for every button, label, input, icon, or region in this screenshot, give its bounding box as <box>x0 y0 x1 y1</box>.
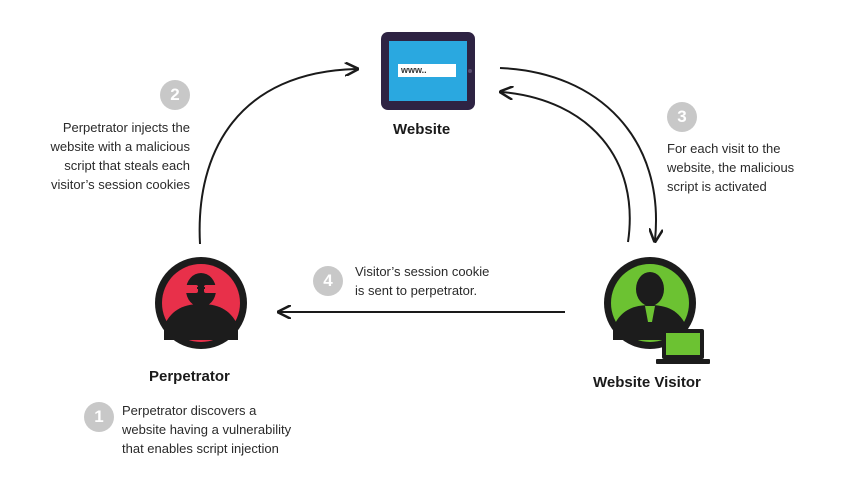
arrow-visitor-to-website <box>502 92 631 243</box>
visitor-avatar <box>604 257 696 349</box>
step-1-badge: 1 <box>84 402 114 432</box>
tablet-icon <box>381 32 475 110</box>
perpetrator-avatar <box>155 257 247 349</box>
visitor-label: Website Visitor <box>593 374 701 391</box>
step-2-badge: 2 <box>160 80 190 110</box>
step-3-badge: 3 <box>667 102 697 132</box>
website-screen-text: www.. <box>401 65 427 75</box>
laptop-icon <box>656 329 710 364</box>
website-label: Website <box>393 121 451 138</box>
step-2-text: Perpetrator injects the website with a m… <box>50 120 190 192</box>
step-1-text: Perpetrator discovers a website having a… <box>122 403 292 456</box>
step-4-text: Visitor’s session cookie is sent to perp… <box>355 264 490 298</box>
step-4-badge: 4 <box>313 266 343 296</box>
perpetrator-label: Perpetrator <box>149 368 230 385</box>
arrow-perpetrator-to-website <box>198 69 356 245</box>
arrow-website-to-visitor <box>499 67 656 240</box>
step-3-text: For each visit to the website, the malic… <box>667 141 795 194</box>
